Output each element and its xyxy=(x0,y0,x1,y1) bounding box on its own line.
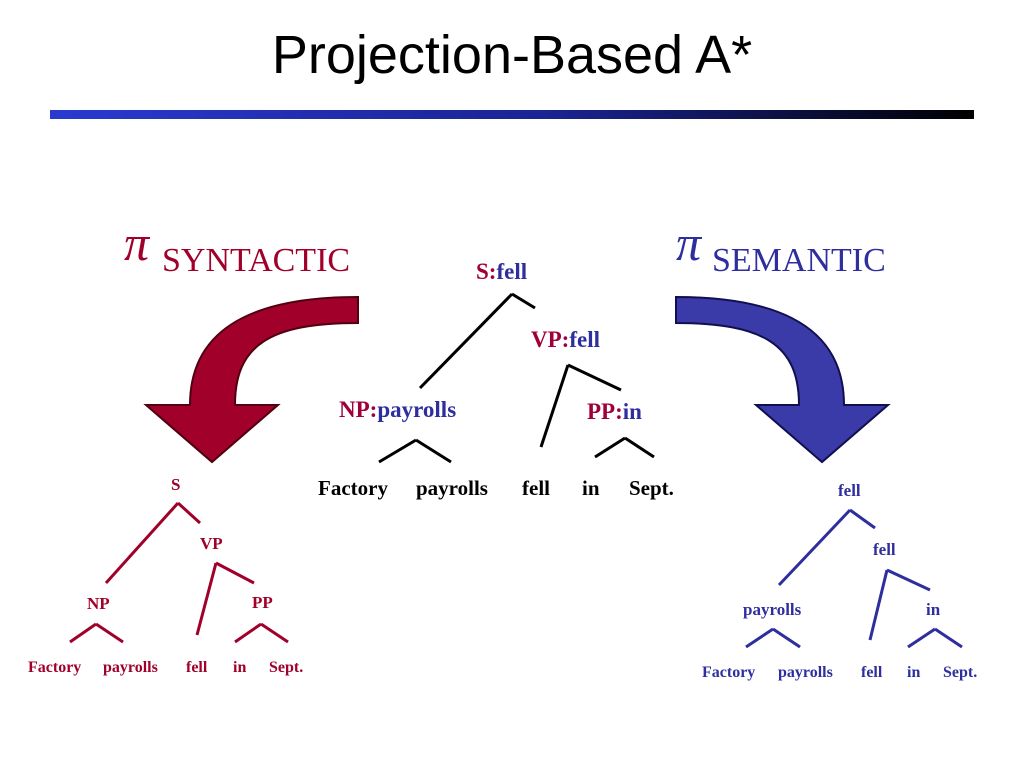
center-word: in xyxy=(582,476,600,500)
semantic-pi-symbol: π xyxy=(676,215,702,271)
semantic-projection-label: SEMANTIC xyxy=(712,242,886,279)
syntactic-pi-symbol: π xyxy=(124,215,150,271)
semantic-word: in xyxy=(907,664,921,681)
center-np-cat: NP: xyxy=(339,397,378,422)
center-word: Sept. xyxy=(629,476,674,500)
semantic-tree-lines xyxy=(745,508,963,649)
semantic-arrow xyxy=(675,295,891,464)
syntactic-node-pp: PP xyxy=(252,593,273,612)
syntactic-word: payrolls xyxy=(103,659,158,676)
title-underline xyxy=(50,110,974,119)
syntactic-word: Factory xyxy=(28,659,82,676)
slide-title: Projection-Based A* xyxy=(271,25,753,85)
semantic-node-np: payrolls xyxy=(743,600,802,619)
semantic-word: payrolls xyxy=(778,664,833,681)
syntactic-word: fell xyxy=(186,659,208,676)
syntactic-word: in xyxy=(233,659,247,676)
center-node-vp: VP:fell xyxy=(531,328,600,351)
center-node-pp: PP:in xyxy=(587,400,642,423)
center-vp-cat: VP: xyxy=(531,327,570,352)
center-vp-head: fell xyxy=(569,327,600,352)
syntactic-node-vp: VP xyxy=(200,534,223,553)
semantic-word: fell xyxy=(861,664,883,681)
semantic-word: Factory xyxy=(702,664,756,681)
center-np-head: payrolls xyxy=(377,397,457,422)
center-word: payrolls xyxy=(416,476,488,500)
center-node-np: NP:payrolls xyxy=(339,398,456,421)
semantic-node-vp: fell xyxy=(873,540,896,559)
center-word: Factory xyxy=(318,476,388,500)
syntactic-tree-lines xyxy=(69,501,289,644)
semantic-node-pp: in xyxy=(926,600,941,619)
center-s-head: fell xyxy=(496,259,528,284)
center-node-s: S:fell xyxy=(476,260,527,283)
syntactic-word: Sept. xyxy=(269,659,304,676)
semantic-word: Sept. xyxy=(943,664,978,681)
center-s-cat: S: xyxy=(476,259,497,284)
center-tree-lines xyxy=(378,292,655,464)
syntactic-node-np: NP xyxy=(87,594,110,613)
center-pp-cat: PP: xyxy=(587,399,623,424)
semantic-node-root: fell xyxy=(838,481,861,500)
syntactic-projection-label: SYNTACTIC xyxy=(162,242,351,279)
syntactic-arrow xyxy=(143,295,359,464)
center-word: fell xyxy=(522,476,550,500)
center-pp-head: in xyxy=(622,399,642,424)
syntactic-node-s: S xyxy=(171,475,181,494)
